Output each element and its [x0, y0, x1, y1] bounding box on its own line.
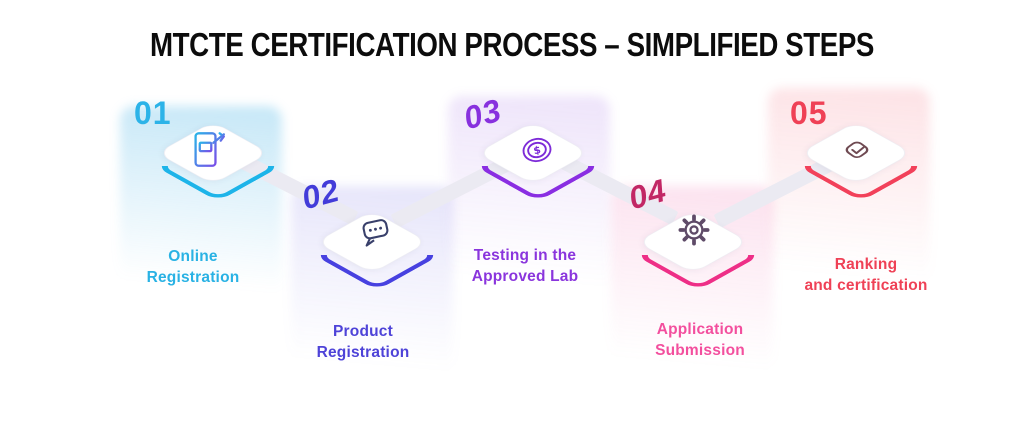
step-label: Online Registration — [146, 248, 240, 286]
page-title-row: MTCTE CERTIFICATION PROCESS – SIMPLIFIED… — [0, 26, 1024, 64]
step-label: Ranking and certification — [804, 256, 928, 294]
step-label: Product Registration — [316, 323, 410, 361]
step-number: 05 — [790, 95, 828, 131]
coin-icon: $ — [514, 127, 560, 173]
step-label: Testing in the Approved Lab — [471, 247, 579, 285]
svg-text:$: $ — [532, 144, 542, 157]
phone-register-icon — [182, 126, 228, 172]
page-title: MTCTE CERTIFICATION PROCESS – SIMPLIFIED… — [149, 26, 875, 63]
badge-check-icon — [834, 127, 880, 173]
gear-icon — [671, 207, 717, 253]
step-label: Application Submission — [655, 321, 745, 359]
chat-bubble-icon — [352, 209, 398, 255]
step-number: 01 — [134, 95, 172, 131]
